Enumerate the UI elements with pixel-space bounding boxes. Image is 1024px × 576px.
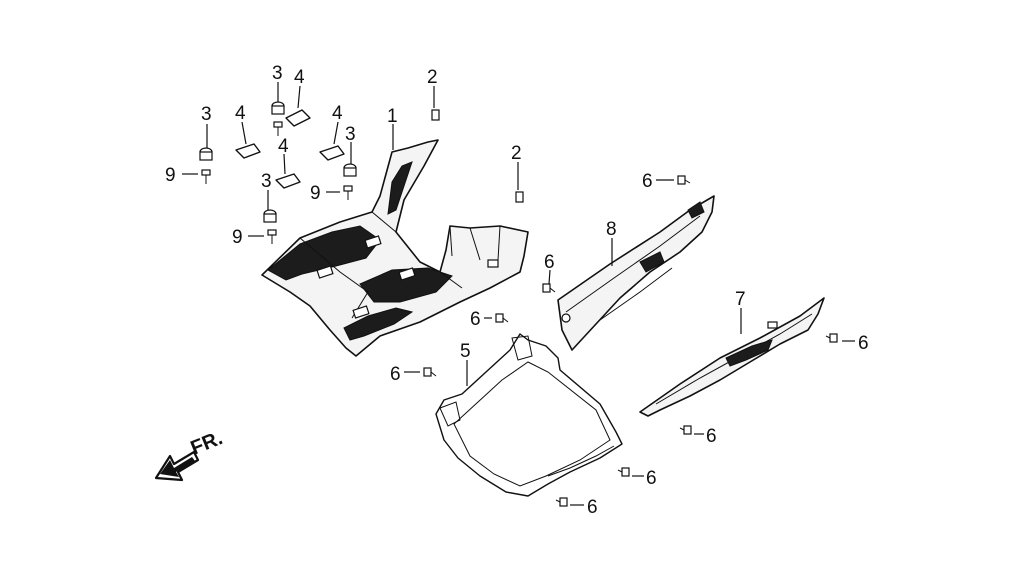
callout-3: 3 xyxy=(345,124,356,145)
callout-2: 2 xyxy=(427,67,438,88)
clip-part-2 xyxy=(431,109,524,203)
callout-9: 9 xyxy=(232,227,243,248)
screw-part-9 xyxy=(201,121,353,244)
side-cover-part-8 xyxy=(557,195,715,351)
floor-panel-part-1 xyxy=(261,139,529,357)
front-label: FR. xyxy=(188,427,226,459)
callout-4: 4 xyxy=(332,103,343,124)
callout-4: 4 xyxy=(235,103,246,124)
callout-5: 5 xyxy=(460,341,471,362)
callout-6: 6 xyxy=(642,171,653,192)
callout-6: 6 xyxy=(646,468,657,489)
callout-6: 6 xyxy=(706,426,717,447)
side-cover-part-7 xyxy=(639,297,825,417)
callout-6: 6 xyxy=(470,309,481,330)
callout-labels: 1 2 2 3 3 3 3 4 4 4 4 5 6 6 6 6 6 6 6 6 … xyxy=(165,63,869,518)
callout-1: 1 xyxy=(387,106,398,127)
callout-6: 6 xyxy=(587,497,598,518)
callout-7: 7 xyxy=(735,289,746,310)
front-direction-marker: FR. xyxy=(154,427,226,482)
cap-part-4 xyxy=(235,109,345,189)
grommet-part-3 xyxy=(199,101,357,223)
callout-4: 4 xyxy=(278,136,289,157)
bolt-part-6 xyxy=(423,175,838,507)
callout-6: 6 xyxy=(390,364,401,385)
callout-3: 3 xyxy=(261,171,272,192)
callout-3: 3 xyxy=(201,104,212,125)
callout-3: 3 xyxy=(272,63,283,84)
callout-6: 6 xyxy=(544,252,555,273)
callout-6: 6 xyxy=(858,333,869,354)
callout-2: 2 xyxy=(511,143,522,164)
leader-lines xyxy=(182,82,855,506)
callout-8: 8 xyxy=(606,219,617,240)
callout-9: 9 xyxy=(310,183,321,204)
callout-9: 9 xyxy=(165,165,176,186)
lower-cover-part-5 xyxy=(435,333,623,497)
callout-4: 4 xyxy=(294,67,305,88)
